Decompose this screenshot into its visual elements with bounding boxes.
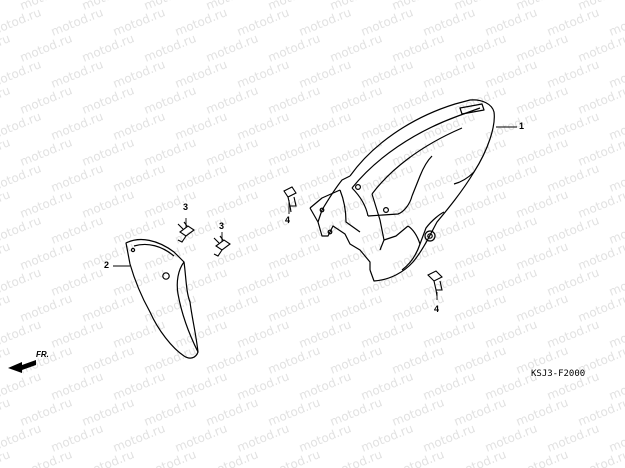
callout-1: 1 (519, 121, 525, 131)
mud-flap-drawing (125, 239, 199, 359)
bolt-drawing-4a (283, 186, 297, 213)
callout-3b: 3 (219, 221, 225, 231)
bolt-drawing-3b (213, 235, 231, 257)
front-direction-label: FR. (36, 350, 49, 359)
bolt-drawing-3a (177, 221, 195, 243)
callout-4a: 4 (285, 215, 291, 225)
leader-lines (113, 126, 517, 300)
callout-2: 2 (104, 260, 110, 270)
bolt-drawing-4b (427, 270, 443, 297)
rear-fender-drawing (309, 99, 495, 282)
front-arrow-icon (8, 360, 36, 373)
callout-3a: 3 (183, 202, 189, 212)
diagram-code: KSJ3-F2000 (531, 369, 586, 379)
callout-4b: 4 (434, 304, 440, 314)
